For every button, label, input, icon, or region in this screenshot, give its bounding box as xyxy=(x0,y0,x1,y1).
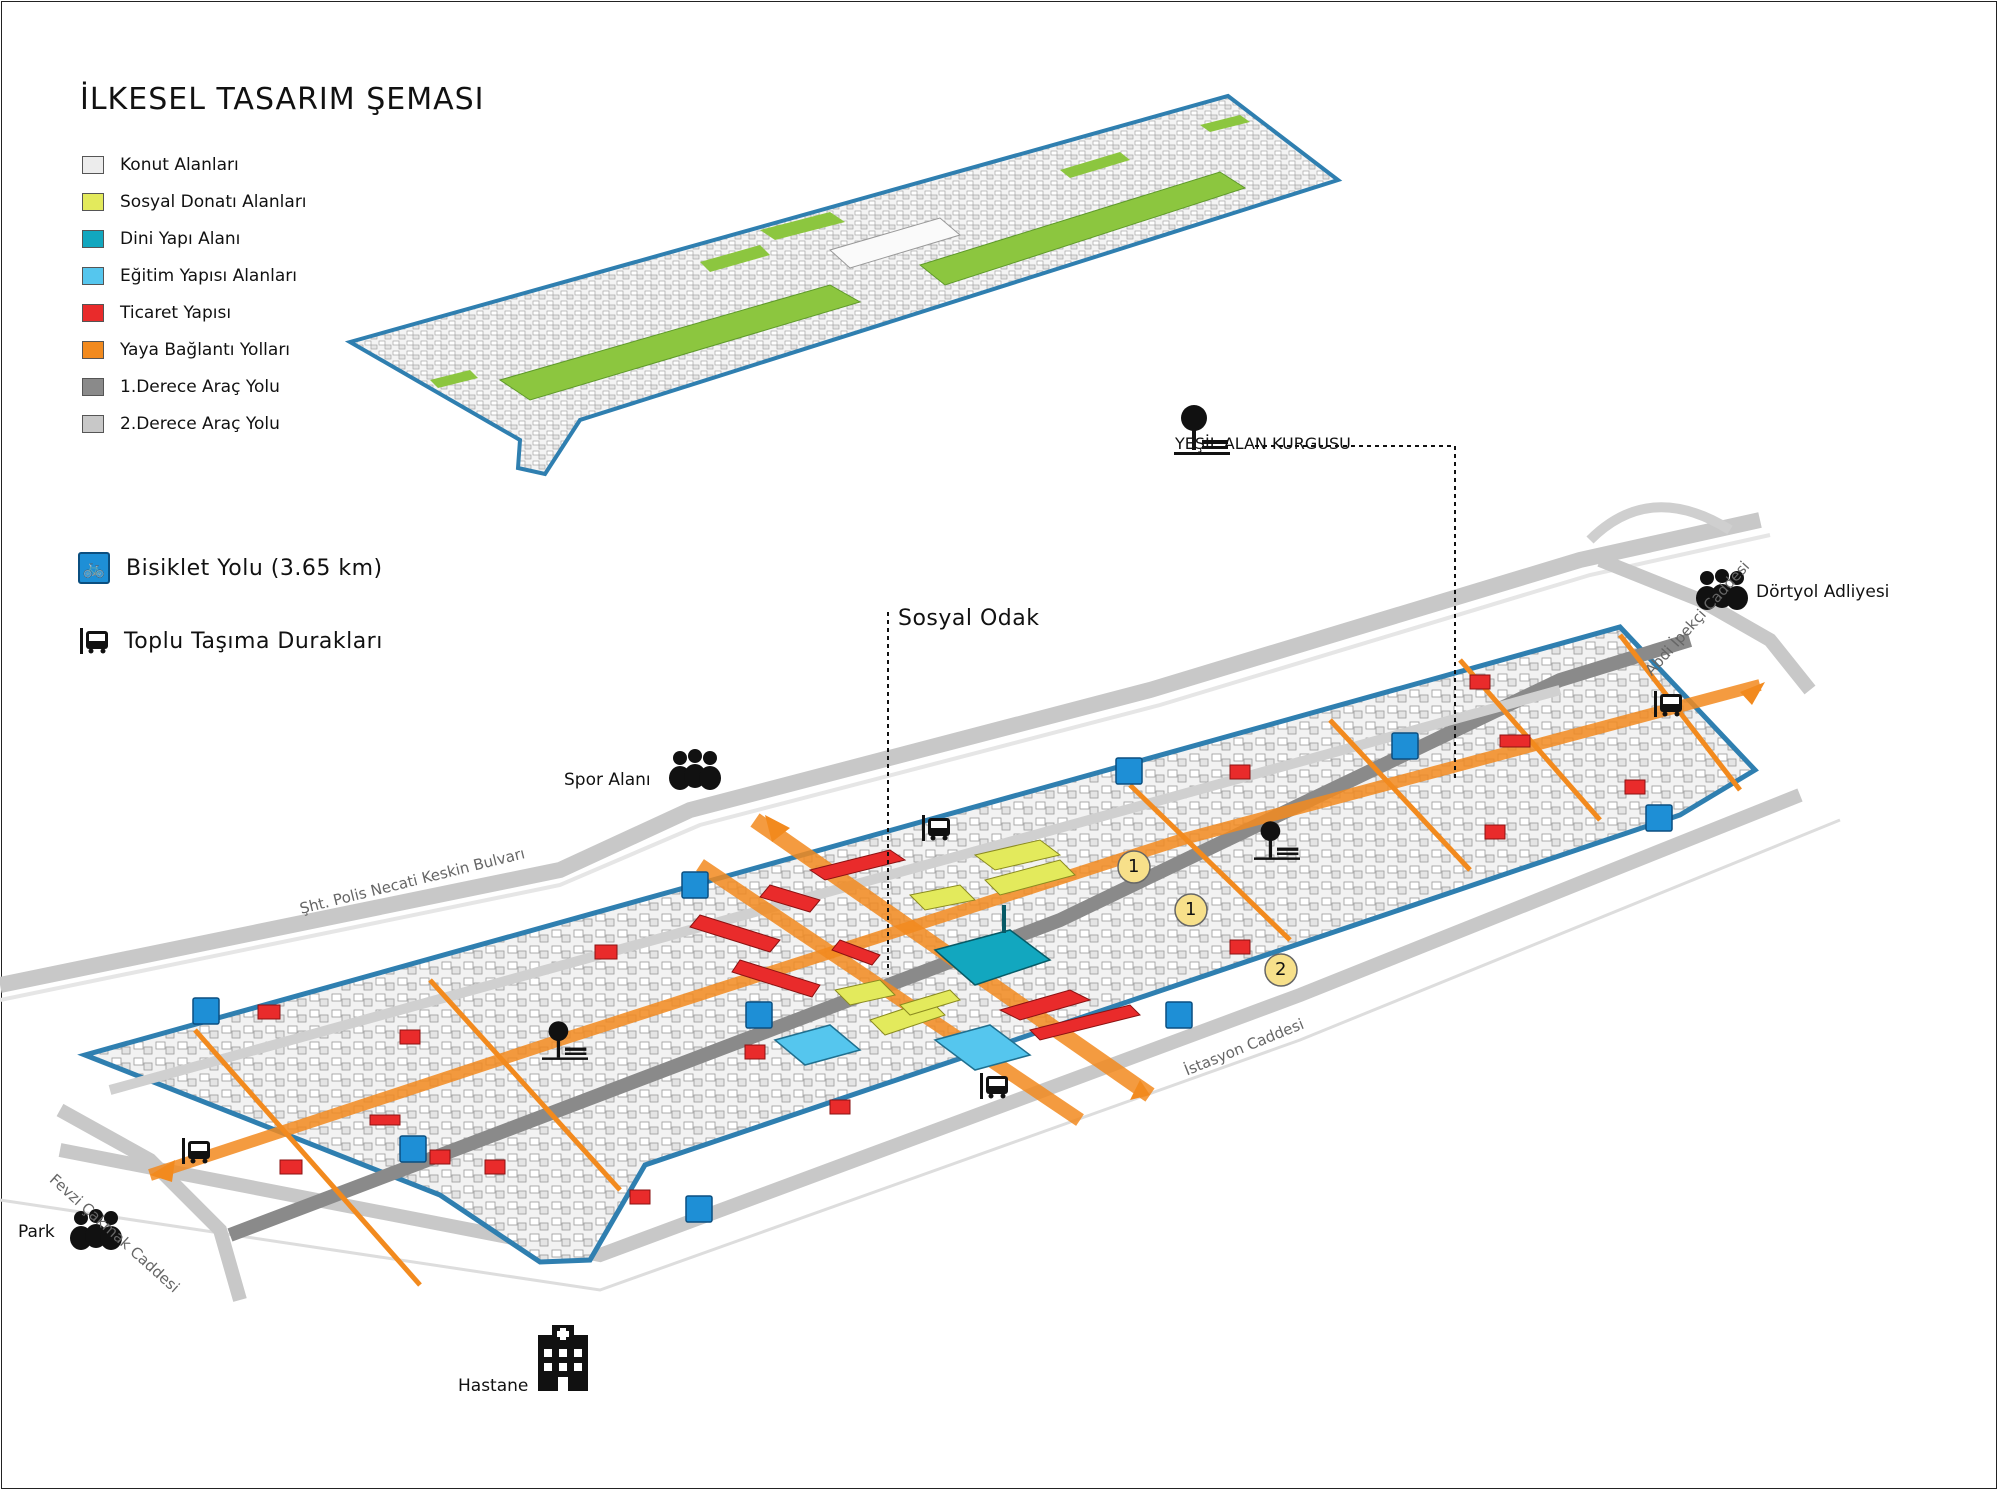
road-west-fevzi xyxy=(56,1103,247,1302)
top-green-strip-1 xyxy=(498,284,862,401)
top-green-patch-4 xyxy=(430,370,478,388)
religious-building xyxy=(933,929,1052,986)
main-plan xyxy=(0,502,1841,1302)
legend-swatch xyxy=(82,229,104,248)
legend-label: 2.Derece Araç Yolu xyxy=(120,413,280,434)
education-building-1 xyxy=(773,1024,862,1066)
transit-legend: Toplu Taşıma Durakları xyxy=(78,625,383,657)
education-building-2 xyxy=(933,1024,1032,1071)
tree-bench-icon xyxy=(1174,405,1230,455)
top-green-patch-2 xyxy=(700,245,770,272)
crowd-icon-park xyxy=(70,1209,122,1250)
legend-swatch xyxy=(82,266,104,285)
legend-swatch xyxy=(82,414,104,433)
legend-label: Konut Alanları xyxy=(120,154,239,175)
marker-1b xyxy=(1174,893,1208,927)
legend-label: Ticaret Yapısı xyxy=(120,302,232,323)
top-overview-plan xyxy=(344,93,1343,477)
legend: Konut Alanları Sosyal Donatı Alanları Di… xyxy=(82,146,307,442)
transit-label: Toplu Taşıma Durakları xyxy=(124,628,383,654)
page-title: İLKESEL TASARIM ŞEMASI xyxy=(80,82,485,117)
legend-swatch xyxy=(82,155,104,174)
tree-bench-icon xyxy=(542,1021,588,1060)
legend-item-dini: Dini Yapı Alanı xyxy=(82,220,307,257)
road-north-bulvar xyxy=(0,512,1762,993)
minaret xyxy=(1002,905,1006,933)
legend-item-road1: 1.Derece Araç Yolu xyxy=(82,368,307,405)
top-green-patch-3 xyxy=(1060,152,1130,178)
top-green-patch-1 xyxy=(760,212,845,240)
pedestrian-cross-3 xyxy=(1128,783,1292,942)
legend-label: Yaya Bağlantı Yolları xyxy=(120,339,291,360)
legend-label: 1.Derece Araç Yolu xyxy=(120,376,280,397)
legend-item-sosyal: Sosyal Donatı Alanları xyxy=(82,183,307,220)
top-green-strip-2 xyxy=(918,171,1247,286)
arrow-se-1 xyxy=(1130,1080,1150,1100)
legend-label: Eğitim Yapısı Alanları xyxy=(120,265,297,286)
bus-icon xyxy=(80,628,108,654)
pedestrian-cross-4 xyxy=(1328,718,1472,872)
arrow-nw-1 xyxy=(765,815,790,842)
pedestrian-cross-1 xyxy=(193,1028,422,1287)
roundabout-east xyxy=(1586,502,1733,544)
legend-item-konut: Konut Alanları xyxy=(82,146,307,183)
arrow-ne xyxy=(1740,682,1765,705)
social-buildings xyxy=(834,839,1076,1036)
park-label: Park xyxy=(18,1222,55,1242)
hastane-label: Hastane xyxy=(458,1376,529,1396)
bus-icon xyxy=(980,1073,1008,1099)
dortyol-label: Dörtyol Adliyesi xyxy=(1756,582,1890,602)
legend-item-ticaret: Ticaret Yapısı xyxy=(82,294,307,331)
pedestrian-cross-6 xyxy=(1618,633,1742,792)
marker-label-1a: 1 xyxy=(1128,856,1140,877)
bus-icon xyxy=(1654,691,1682,717)
marker-1a xyxy=(1117,850,1151,884)
legend-swatch xyxy=(82,340,104,359)
legend-label: Dini Yapı Alanı xyxy=(120,228,241,249)
road-south-edge xyxy=(0,818,1841,1292)
legend-item-egitim: Eğitim Yapısı Alanları xyxy=(82,257,307,294)
arrow-w xyxy=(150,1160,175,1182)
crowd-icon-spor xyxy=(669,749,721,790)
secondary-road-north xyxy=(108,685,1562,1095)
pedestrian-cross-2 xyxy=(428,978,622,1192)
tree-bench-icon xyxy=(1254,821,1300,860)
crowd-icon-dortyol xyxy=(1696,569,1748,610)
bike-path-label: Bisiklet Yolu (3.65 km) xyxy=(126,555,383,581)
social-focus-label: Sosyal Odak xyxy=(898,606,1040,631)
bicycle-icon: 🚲 xyxy=(78,552,110,584)
bike-path-legend: 🚲 Bisiklet Yolu (3.65 km) xyxy=(78,552,383,584)
legend-item-road2: 2.Derece Araç Yolu xyxy=(82,405,307,442)
legend-item-yaya: Yaya Bağlantı Yolları xyxy=(82,331,307,368)
bike-stop-icons xyxy=(192,732,1673,1223)
spor-label: Spor Alanı xyxy=(564,770,651,790)
legend-label: Sosyal Donatı Alanları xyxy=(120,191,307,212)
commercial-buildings xyxy=(257,674,1646,1205)
marker-label-1b: 1 xyxy=(1185,899,1197,920)
legend-swatch xyxy=(82,192,104,211)
legend-swatch xyxy=(82,303,104,322)
bus-icon xyxy=(922,815,950,841)
top-green-patch-5 xyxy=(1200,115,1250,132)
hospital-icon xyxy=(538,1325,588,1391)
marker-2 xyxy=(1264,953,1298,987)
top-center-plaza xyxy=(828,217,962,269)
bus-icon xyxy=(182,1138,210,1164)
marker-label-2: 2 xyxy=(1275,959,1287,980)
pedestrian-main-axis xyxy=(148,679,1762,1181)
road-east-abdi xyxy=(1597,553,1816,695)
legend-swatch xyxy=(82,377,104,396)
